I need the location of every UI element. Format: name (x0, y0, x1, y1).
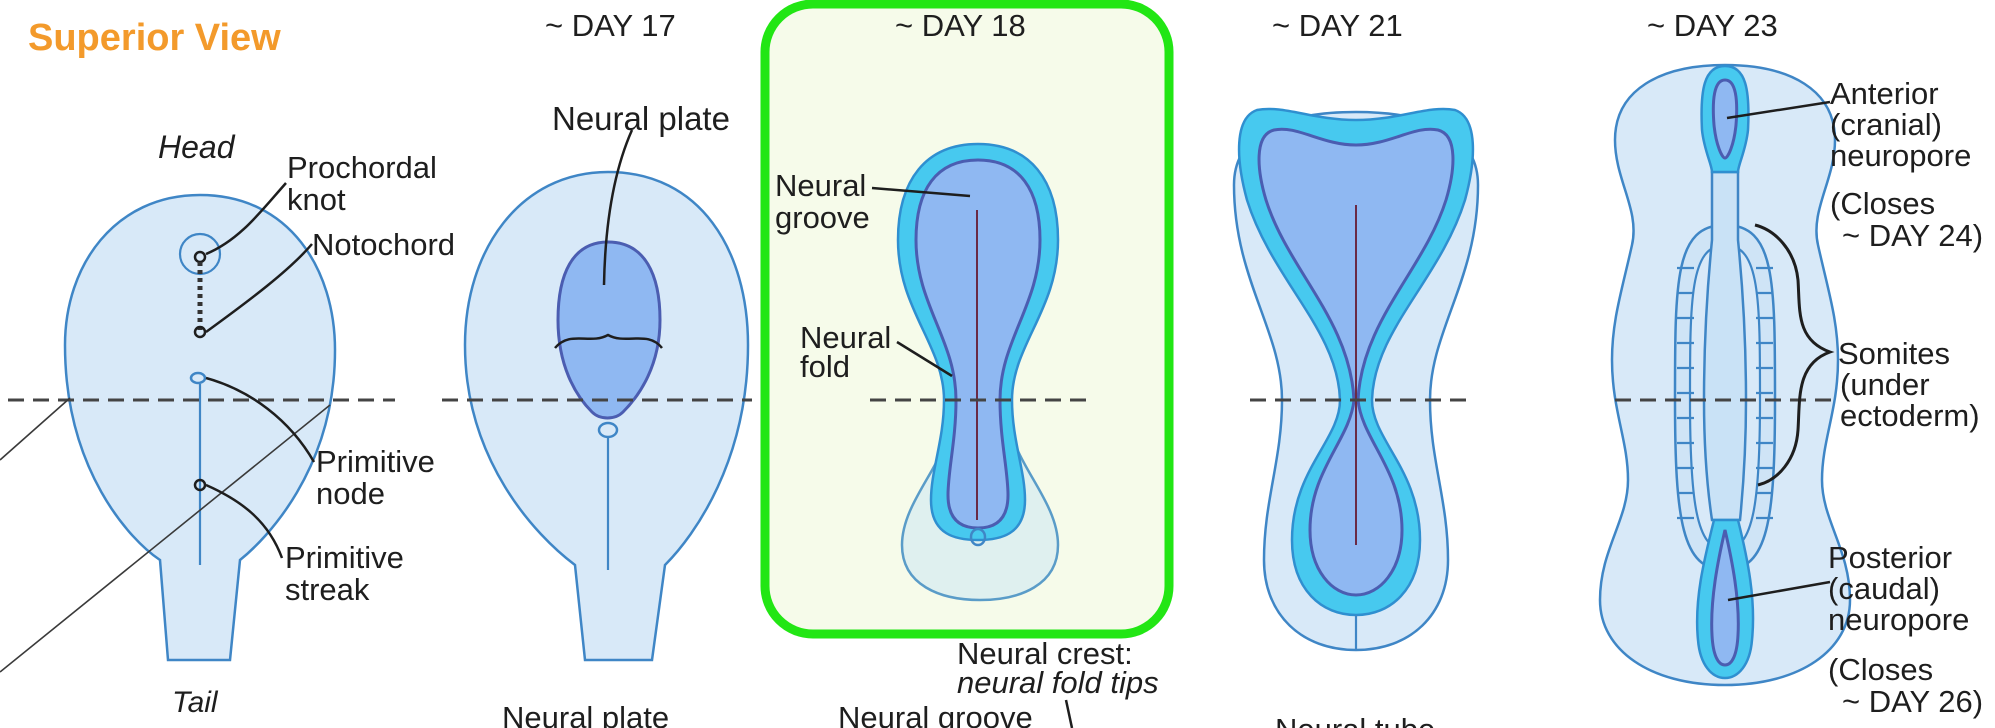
label-primitive-streak: Primitive (285, 540, 404, 575)
svg-text:node: node (316, 476, 385, 511)
panel-early-embryo: Head Tail Prochordal knot Notochord Prim… (0, 129, 455, 719)
day-label-18: ~ DAY 18 (895, 8, 1026, 43)
label-neural-plate: Neural plate (552, 100, 730, 137)
label-tail: Tail (172, 686, 219, 719)
day-label-17: ~ DAY 17 (545, 8, 676, 43)
panel-day17: Neural plate Neural plate (442, 100, 752, 728)
label-neural-plate-section: Neural plate (502, 700, 669, 728)
label-somites: Somites (under ectoderm) (1838, 336, 1980, 433)
svg-text:fold: fold (800, 349, 850, 384)
panel-day23: Anterior (cranial) neuropore (Closes ~ D… (1600, 65, 1983, 719)
label-primitive-node: Primitive (316, 444, 435, 479)
svg-text:groove: groove (775, 200, 870, 235)
anterior-neuropore (1713, 80, 1736, 158)
svg-text:streak: streak (285, 572, 370, 607)
svg-text:neural fold tips: neural fold tips (957, 665, 1159, 700)
day-label-21: ~ DAY 21 (1272, 8, 1403, 43)
label-neural-tube-section: Neural tube (1275, 712, 1435, 728)
label-anterior-neuropore: Anterior (cranial) neuropore (Closes ~ D… (1830, 76, 1983, 253)
label-prochordal: Prochordal (287, 150, 437, 185)
label-head: Head (158, 129, 236, 165)
svg-text:knot: knot (287, 182, 346, 217)
label-notochord: Notochord (312, 227, 455, 262)
label-posterior-neuropore: Posterior (caudal) neuropore (Closes ~ D… (1828, 540, 1983, 719)
panel-day21: Neural tube (1234, 109, 1478, 728)
view-title: Superior View (28, 17, 281, 59)
label-neural-groove: Neural (775, 168, 866, 203)
day-label-23: ~ DAY 23 (1647, 8, 1778, 43)
label-neural-groove-section: Neural groove (838, 700, 1033, 728)
